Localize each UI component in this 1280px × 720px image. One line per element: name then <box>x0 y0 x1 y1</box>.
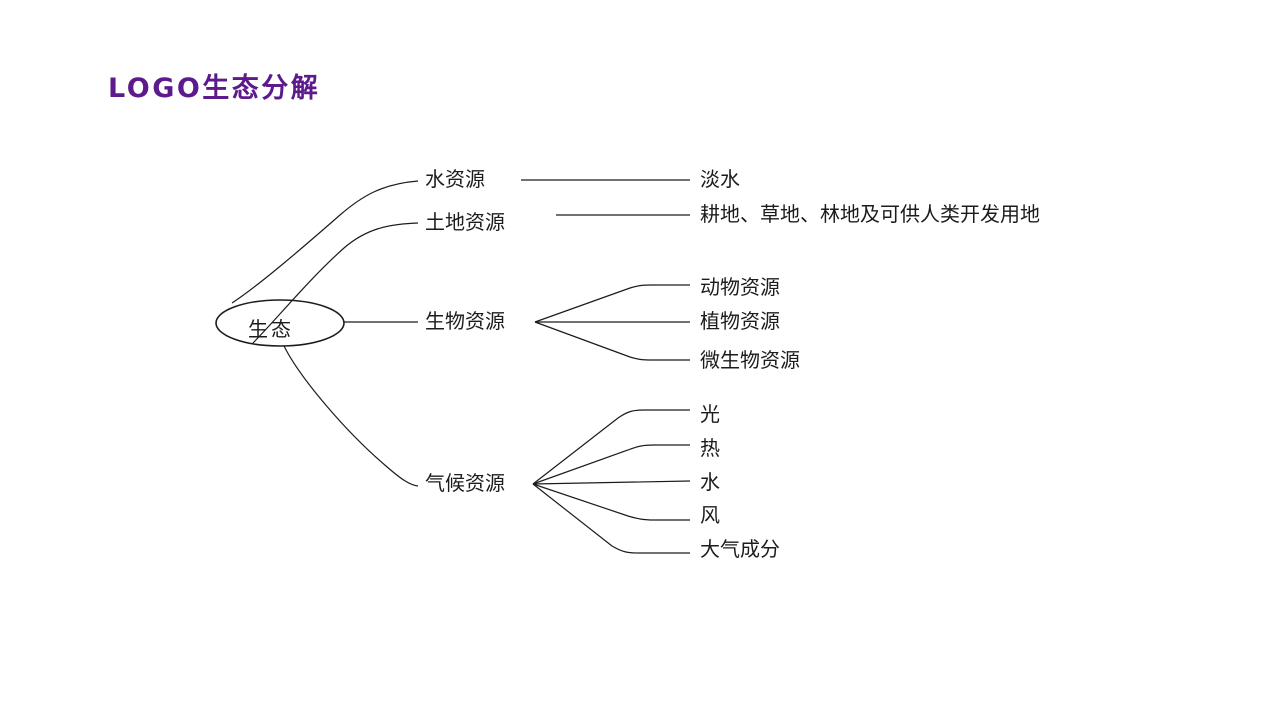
branch-label-water[interactable]: 水资源 <box>425 169 485 191</box>
leaf-label-water[interactable]: 水 <box>700 472 720 494</box>
branch-label-biological[interactable]: 生物资源 <box>425 311 505 333</box>
root-node[interactable] <box>215 299 345 347</box>
connector-root-to-climate <box>283 345 419 487</box>
connector-climate-fan <box>532 409 691 554</box>
leaf-label-fresh-water[interactable]: 淡水 <box>700 169 740 191</box>
root-node-label: 生态 <box>248 319 294 341</box>
leaf-label-atmospheric-composition[interactable]: 大气成分 <box>700 539 780 561</box>
leaf-label-wind[interactable]: 风 <box>700 505 720 527</box>
root-ellipse <box>215 299 345 347</box>
leaf-label-heat[interactable]: 热 <box>700 438 720 460</box>
branch-label-climate[interactable]: 气候资源 <box>425 473 505 495</box>
connector-root-to-water <box>231 180 419 304</box>
branch-label-land[interactable]: 土地资源 <box>425 212 505 234</box>
leaf-label-light[interactable]: 光 <box>700 404 720 426</box>
page-title: LOGO生态分解 <box>108 73 321 104</box>
leaf-label-plant-resources[interactable]: 植物资源 <box>700 311 780 333</box>
connector-root-to-land <box>251 222 419 345</box>
leaf-label-land-types[interactable]: 耕地、草地、林地及可供人类开发用地 <box>700 204 1040 226</box>
leaf-label-microbial-resources[interactable]: 微生物资源 <box>700 350 800 372</box>
leaf-label-animal-resources[interactable]: 动物资源 <box>700 277 780 299</box>
connector-biological-fan <box>534 284 690 361</box>
